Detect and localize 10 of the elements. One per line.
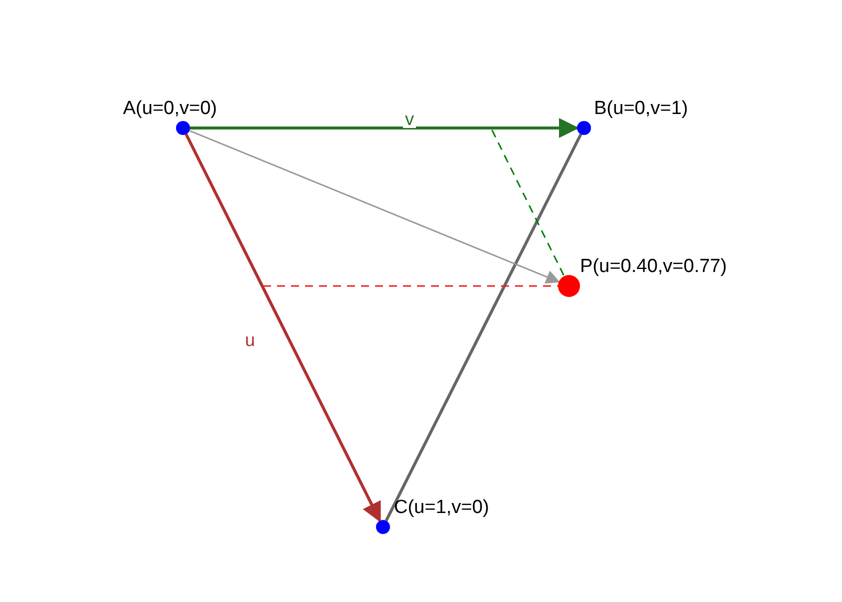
point-label: B(u=0,v=1) <box>594 98 688 120</box>
line <box>384 134 582 522</box>
point-label: C(u=1,v=0) <box>394 497 490 519</box>
line <box>491 130 565 276</box>
line <box>263 285 558 287</box>
arrow <box>184 134 382 523</box>
arrow <box>189 130 560 284</box>
point-label: A(u=0,v=0) <box>123 98 217 120</box>
point-label: P(u=0.40,v=0.77) <box>580 256 727 278</box>
arrow <box>190 118 579 138</box>
